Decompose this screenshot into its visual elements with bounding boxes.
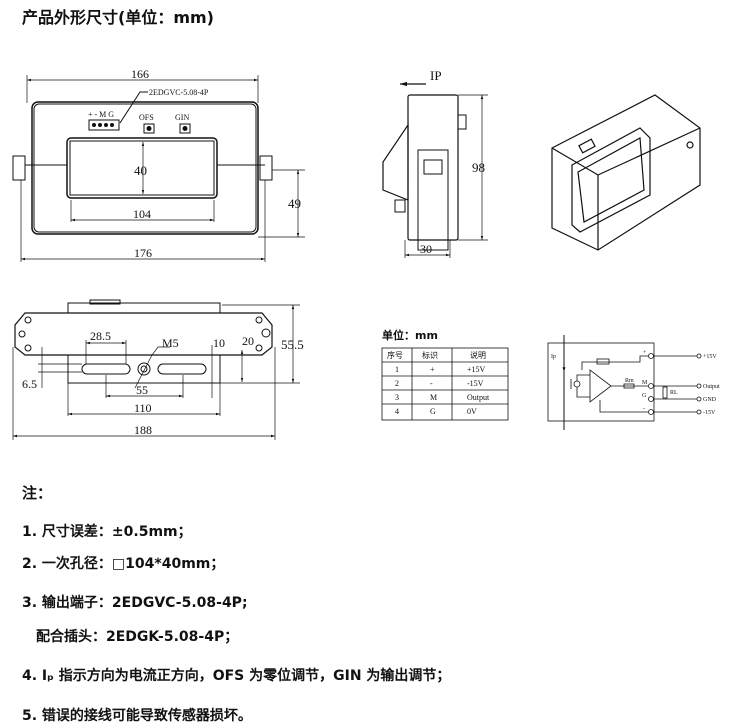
header-cell: 标识 [422, 350, 438, 360]
table-cell: 0V [467, 407, 477, 416]
pin-g-label: G [642, 393, 647, 399]
front-view: 2EDGVC-5.08-4P + - M G OFS GIN 166 40 10… [12, 67, 305, 262]
side-view: IP 98 30 [382, 68, 488, 258]
ofs-label: OFS [139, 113, 154, 122]
notes-heading: 注： [22, 484, 53, 502]
table-cell: 4 [395, 407, 399, 416]
gin-label: GIN [175, 113, 189, 122]
note-item: 配合插头：2EDGK-5.08-4P； [36, 629, 239, 645]
m5-screw-icon [137, 362, 151, 376]
rm-label: Rm [625, 378, 634, 384]
table-cell: M [430, 393, 437, 402]
ip-label: IP [430, 68, 442, 83]
header-cell: 序号 [387, 350, 403, 360]
dim-166: 166 [131, 67, 149, 81]
load-resistor-icon [662, 386, 668, 399]
table-cell: 2 [395, 379, 399, 388]
dim-188: 188 [134, 423, 152, 437]
circuit-ip-label: Ip [551, 354, 556, 360]
header-cell: 说明 [470, 350, 486, 360]
connector-label: 2EDGVC-5.08-4P [149, 88, 209, 97]
pin-labels: + - M G [88, 110, 114, 119]
dim-30: 30 [420, 242, 432, 256]
note-item: 2. 一次孔径：□104*40mm； [22, 556, 225, 572]
mounting-slot [81, 363, 131, 375]
table-cell: G [430, 407, 436, 416]
amplifier-icon [589, 369, 612, 403]
dim-98: 98 [472, 160, 485, 175]
dim-10: 10 [213, 336, 225, 350]
table-cell: Output [467, 393, 490, 402]
note-item: 3. 输出端子：2EDGVC-5.08-4P; [22, 595, 248, 611]
bottom-view: 28.5 M5 10 20 55.5 6.5 55 110 188 [12, 299, 304, 440]
table-cell: 3 [395, 393, 399, 402]
left-ear [12, 155, 26, 181]
pin-m-label: M [642, 380, 648, 386]
dim-49: 49 [288, 196, 301, 211]
hall-sensor-icon [573, 380, 581, 388]
wiring-diagram: Ip Rm + M G - RL +15V Output GND -15V [547, 335, 720, 430]
dim-28-5: 28.5 [90, 329, 111, 343]
note-item: 1. 尺寸误差：±0.5mm； [22, 524, 192, 540]
note-item: 4. Iₚ 指示方向为电流正方向，OFS 为零位调节，GIN 为输出调节； [22, 668, 451, 684]
pin-minus-label: - [643, 406, 645, 412]
terminal-plus15v: +15V [703, 354, 717, 360]
table-cell: - [430, 379, 433, 388]
pin-table: 单位：mm 序号 标识 说明 1 + +15V 2 - -15V 3 M Out… [381, 328, 509, 421]
table-cell: +15V [467, 365, 486, 374]
terminal-output: Output [703, 384, 720, 390]
note-item: 5. 错误的接线可能导致传感器损坏。 [22, 708, 252, 724]
right-ear [259, 155, 273, 181]
dim-55: 55 [136, 383, 148, 397]
isometric-view [551, 94, 701, 251]
pin-plus-label: + [643, 350, 647, 356]
table-cell: 1 [395, 365, 399, 374]
page-title: 产品外形尺寸(单位：mm) [22, 8, 214, 27]
dim-20: 20 [242, 334, 254, 348]
dim-176: 176 [134, 246, 152, 260]
dim-40: 40 [134, 163, 147, 178]
dim-55-5: 55.5 [281, 337, 304, 352]
unit-label: 单位：mm [382, 328, 438, 342]
table-cell: + [430, 365, 435, 374]
dim-110: 110 [134, 401, 152, 415]
terminal-gnd: GND [703, 397, 717, 403]
terminal-minus15v: -15V [703, 410, 716, 416]
ofs-potentiometer-icon [143, 123, 155, 134]
table-cell: -15V [467, 379, 484, 388]
drawing-canvas: 2EDGVC-5.08-4P + - M G OFS GIN 166 40 10… [12, 67, 720, 440]
gin-potentiometer-icon [179, 123, 191, 134]
dim-104: 104 [133, 207, 151, 221]
connector-icon [88, 119, 120, 131]
dim-6-5: 6.5 [22, 377, 37, 391]
dim-m5: M5 [162, 336, 179, 350]
rl-label: RL [670, 390, 678, 396]
mounting-slot [157, 363, 207, 375]
